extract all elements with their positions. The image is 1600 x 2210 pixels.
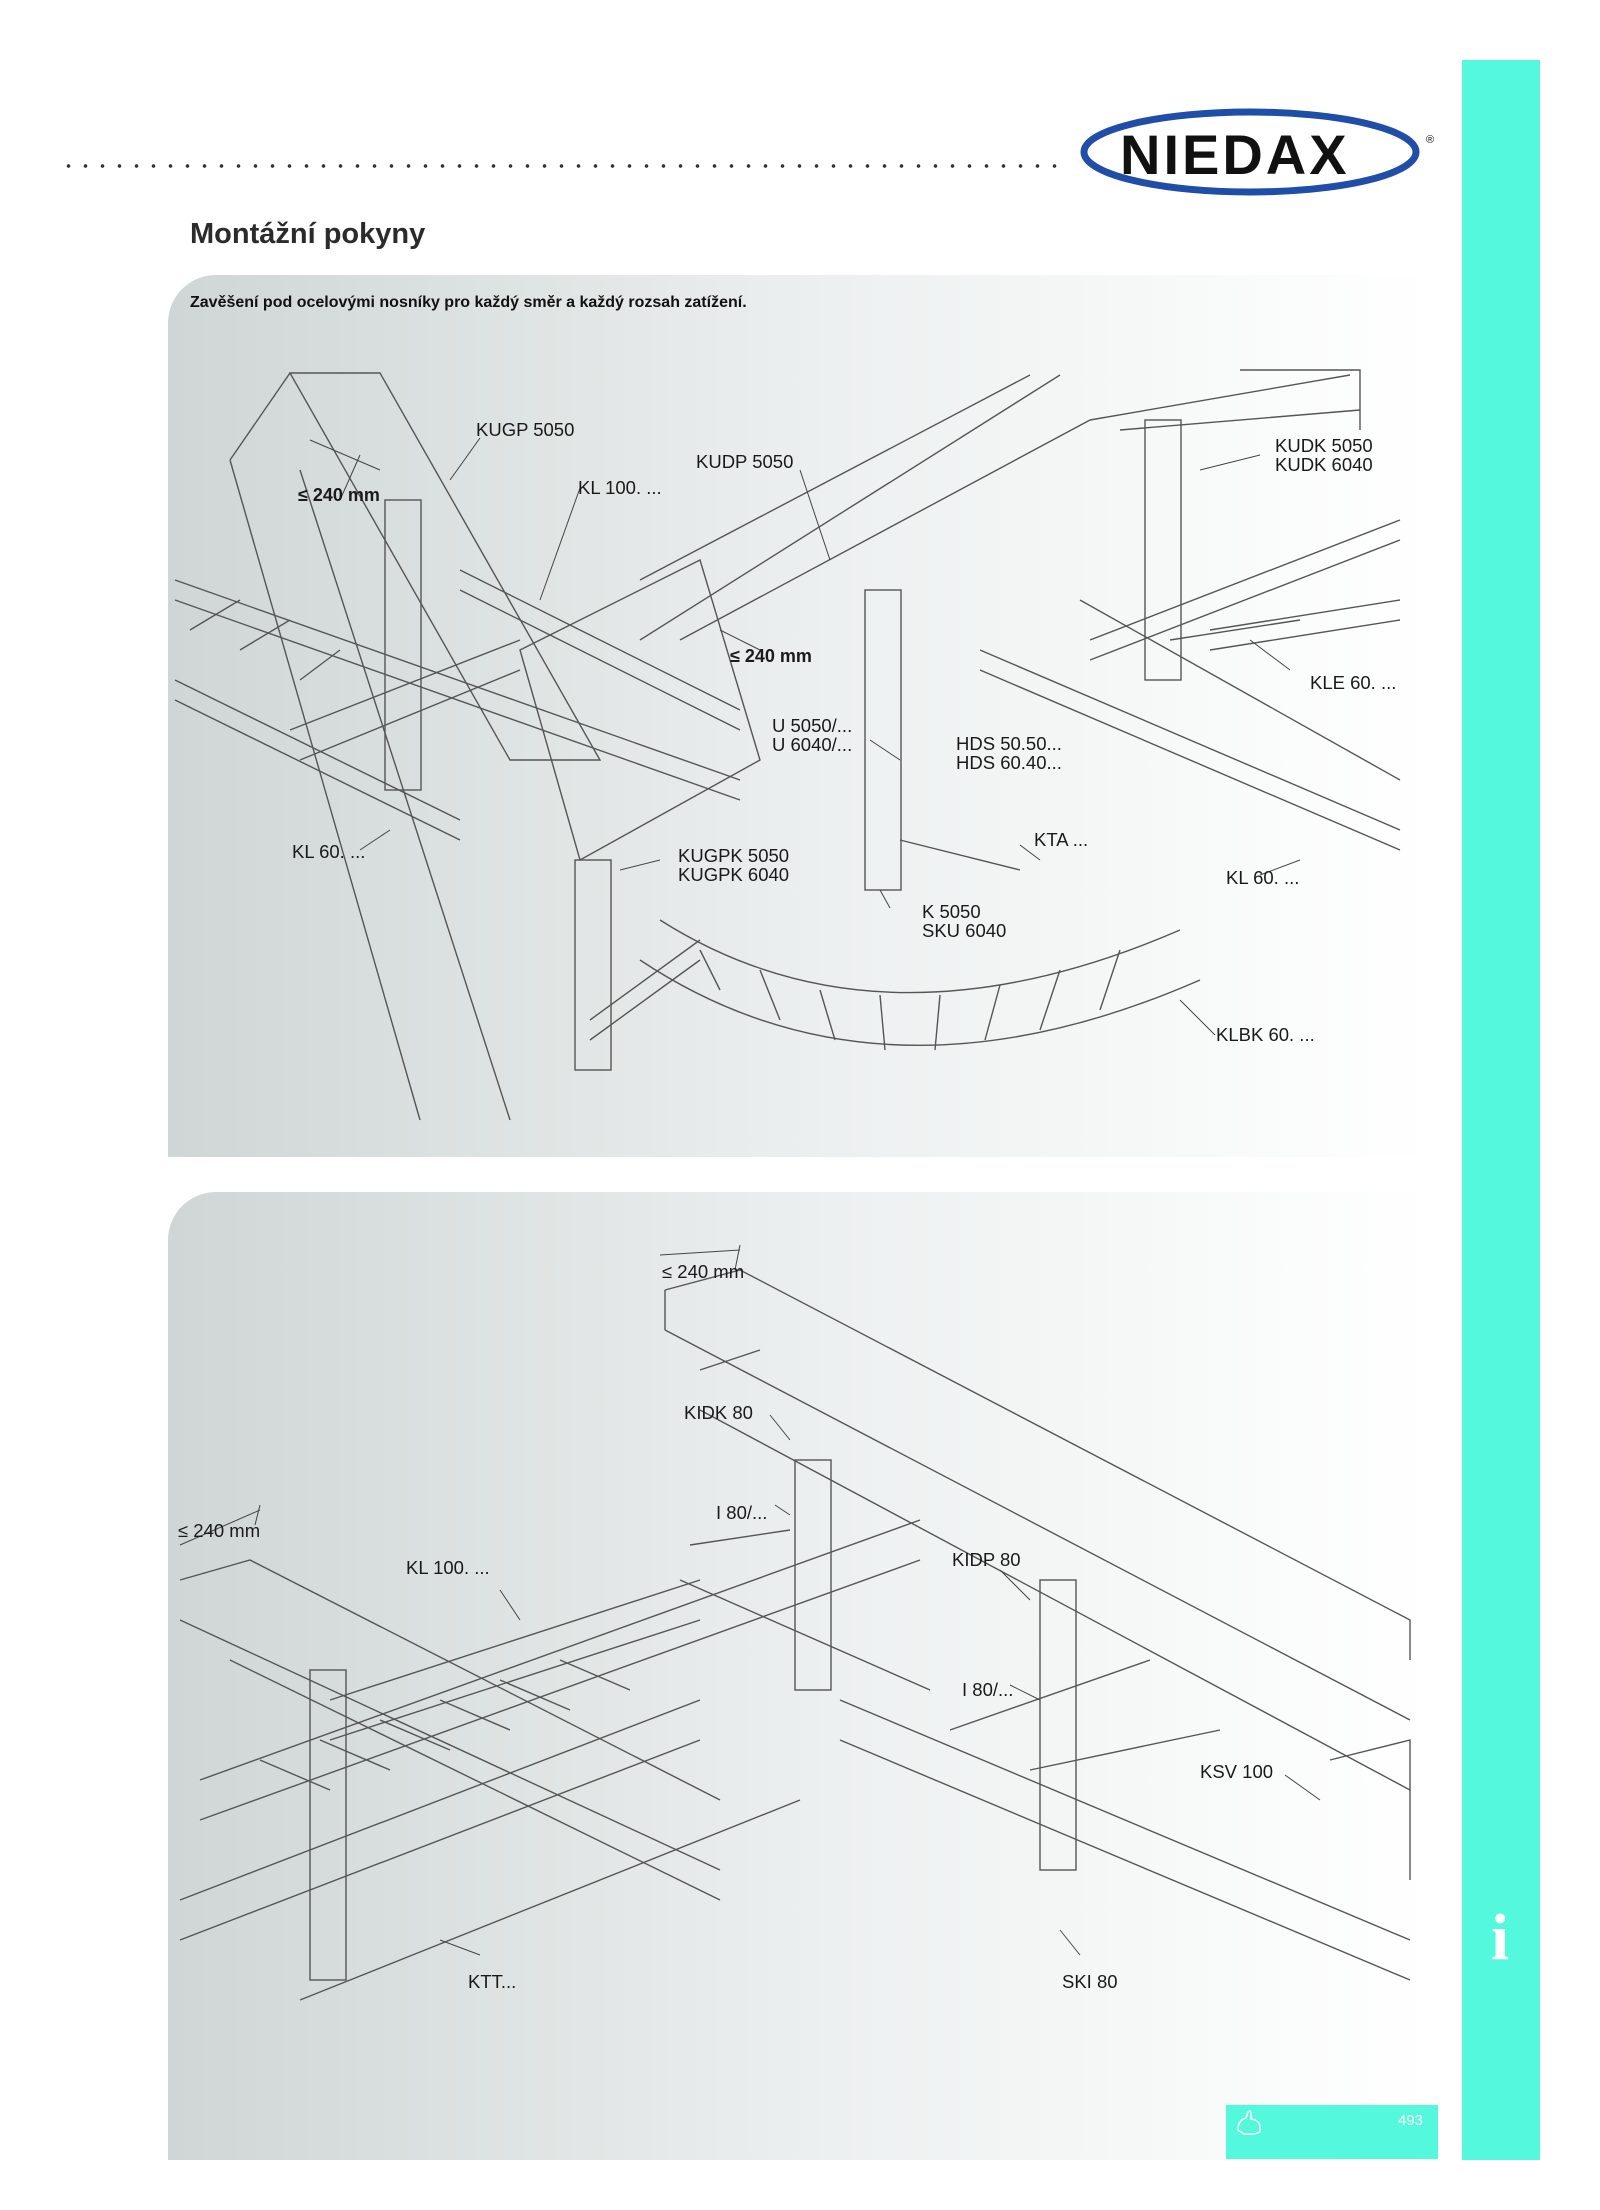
label-ksv: KSV 100 <box>1200 1761 1274 1782</box>
bracket-k <box>289 639 521 761</box>
label-i80-b: I 80/... <box>962 1679 1014 1700</box>
upright-kidp <box>1039 1579 1077 1871</box>
label-kudk-5050: KUDK 5050 <box>1275 435 1373 456</box>
niedax-logo: NIEDAX ® <box>1080 108 1440 196</box>
label-kl60-right: KL 60. ... <box>1226 867 1300 888</box>
label-klbk: KLBK 60. ... <box>1216 1024 1315 1045</box>
upright-kudk <box>1144 419 1182 681</box>
curved-ladder-outer <box>639 959 1201 1046</box>
bracket-kta <box>899 839 1021 871</box>
label-kl100-bottom: KL 100. ... <box>406 1557 490 1578</box>
label-ski: SKI 80 <box>1062 1971 1118 1992</box>
logo-text: NIEDAX <box>1120 123 1350 186</box>
steel-beam-left <box>288 372 602 761</box>
upright-kugpk <box>574 859 612 1071</box>
label-k-5050: K 5050 <box>922 901 981 922</box>
label-kle: KLE 60. ... <box>1310 672 1397 693</box>
label-u-5050: U 5050/... <box>772 715 853 736</box>
cable-ladder-kle <box>1089 519 1401 661</box>
beam-i-upper <box>664 1269 1411 1721</box>
page-title: Montážní pokyny <box>190 218 426 250</box>
label-hds-50: HDS 50.50... <box>956 733 1062 754</box>
label-kudk-6040: KUDK 6040 <box>1275 454 1373 475</box>
bottom-panel <box>168 1192 1430 2160</box>
label-i80-a: I 80/... <box>716 1502 768 1523</box>
side-bar <box>1462 60 1540 2160</box>
dotted-rule <box>60 162 1060 170</box>
logo-registered-mark: ® <box>1426 134 1435 146</box>
info-icon[interactable]: i <box>1490 1901 1510 1974</box>
label-kl100: KL 100. ... <box>578 477 662 498</box>
label-hds-60: HDS 60.40... <box>956 752 1062 773</box>
steel-beam-mid <box>519 559 761 862</box>
label-kugpk-5050: KUGPK 5050 <box>678 845 790 866</box>
beam-i-lower <box>179 1559 721 1901</box>
page-number: 493 <box>1398 2112 1424 2129</box>
label-kugp: KUGP 5050 <box>476 419 575 440</box>
label-kta: KTA ... <box>1034 829 1089 850</box>
hand-pointer-icon <box>1237 2110 1261 2135</box>
label-kugpk-6040: KUGPK 6040 <box>678 864 790 885</box>
cable-ladder-kl60-left <box>174 579 741 801</box>
cable-ladder-kl100 <box>459 569 741 731</box>
label-ktt: KTT... <box>468 1971 517 1992</box>
ladder-right-runs <box>839 1659 1411 1981</box>
label-sku-6040: SKU 6040 <box>922 920 1007 941</box>
label-kidp: KIDP 80 <box>952 1549 1021 1570</box>
label-dim-240-a: ≤ 240 mm <box>298 485 380 505</box>
label-kudp: KUDP 5050 <box>696 451 794 472</box>
logo-ellipse <box>1080 108 1420 196</box>
label-kidk: KIDK 80 <box>684 1402 753 1423</box>
curved-ladder-inner <box>659 919 1181 994</box>
ladder-lower-runs <box>179 1519 921 2001</box>
top-panel-caption: Zavěšení pod ocelovými nosníky pro každý… <box>190 294 747 311</box>
footer-box <box>1226 2105 1438 2159</box>
label-bottom-dim-240-a: ≤ 240 mm <box>662 1261 745 1282</box>
upright-kugp <box>384 499 422 791</box>
kl100-ladder <box>329 1579 701 1741</box>
label-u-6040: U 6040/... <box>772 734 853 755</box>
upright-left <box>309 1669 347 1981</box>
label-dim-240-b: ≤ 240 mm <box>730 646 812 666</box>
upright-kudp <box>864 589 902 891</box>
cable-ladder-kl60-right <box>979 599 1401 851</box>
upright-kidk <box>794 1459 832 1691</box>
label-kl60-left: KL 60. ... <box>292 841 366 862</box>
label-bottom-dim-240-b: ≤ 240 mm <box>178 1520 261 1541</box>
